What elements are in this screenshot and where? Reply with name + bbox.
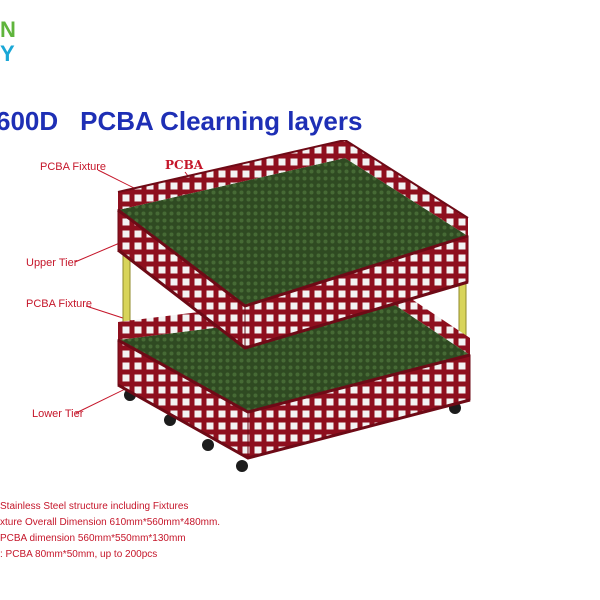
- cleaning-rack-illustration: [74, 140, 471, 472]
- spec-line-3: PCBA dimension 560mm*550mm*130mm: [0, 533, 186, 544]
- title-model: 600D: [0, 106, 59, 136]
- logo-line-1: N: [0, 17, 16, 42]
- lower-tier: [117, 288, 471, 460]
- logo-line-2: Y: [0, 41, 15, 66]
- spec-line-1: Stainless Steel structure including Fixt…: [0, 501, 189, 512]
- spec-line-2: xture Overall Dimension 610mm*560mm*480m…: [0, 517, 221, 528]
- callout-pcba-fixture-top: PCBA Fixture: [40, 161, 107, 173]
- callout-upper-tier: Upper Tier: [26, 257, 78, 269]
- callout-pcba: PCBA: [165, 158, 204, 172]
- spec-line-4: : PCBA 80mm*50mm, up to 200pcs: [0, 549, 158, 560]
- callout-pcba-fixture-mid: PCBA Fixture: [26, 298, 93, 310]
- page-title: 600D PCBA Clearning layers: [0, 106, 362, 137]
- title-text: PCBA Clearning layers: [80, 106, 363, 136]
- upper-tier: [117, 140, 469, 350]
- callout-lower-tier: Lower Tier: [32, 408, 84, 420]
- spec-list: Stainless Steel structure including Fixt…: [0, 499, 220, 563]
- caster-wheels: [124, 389, 461, 472]
- company-logo: N Y: [0, 18, 16, 66]
